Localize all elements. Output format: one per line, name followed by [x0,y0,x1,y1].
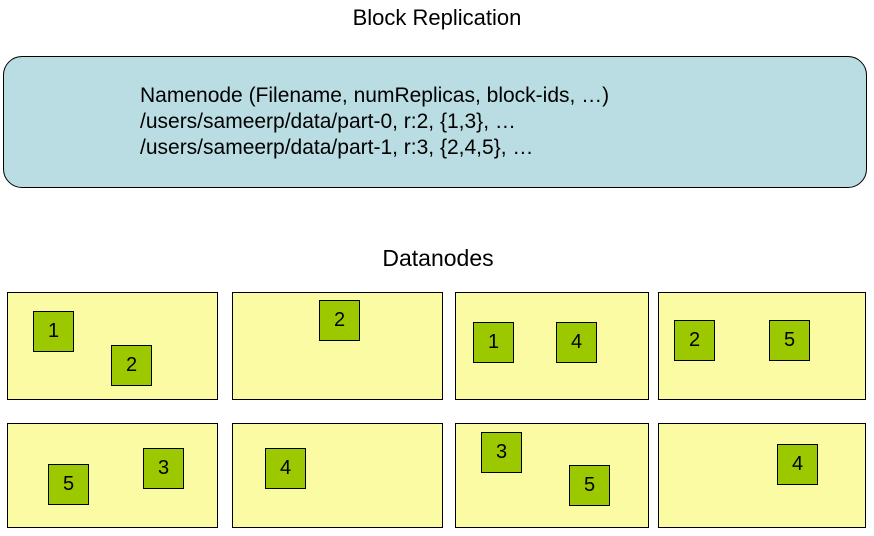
datanodes-label: Datanodes [382,245,494,271]
block-replica[interactable]: 3 [481,432,522,473]
block-replica[interactable]: 4 [265,448,306,489]
namenode-header-line: Namenode (Filename, numReplicas, block-i… [140,84,610,107]
block-replica[interactable]: 3 [143,448,184,489]
datanode-8[interactable] [658,423,866,528]
block-replica[interactable]: 1 [33,311,74,352]
block-replica[interactable]: 5 [48,464,89,505]
namenode-text-block: Namenode (Filename, numReplicas, block-i… [140,83,609,161]
namenode-entry-line-1: /users/sameerp/data/part-1, r:3, {2,4,5}… [140,136,534,159]
datanode-6[interactable] [232,423,443,528]
block-replica[interactable]: 2 [319,300,360,341]
block-replica[interactable]: 5 [569,465,610,506]
block-replica[interactable]: 1 [473,322,514,363]
page-title: Block Replication [352,5,522,30]
block-replica[interactable]: 2 [674,320,715,361]
namenode-entry-line-0: /users/sameerp/data/part-0, r:2, {1,3}, … [140,110,516,133]
datanode-5[interactable] [7,423,218,528]
block-replica[interactable]: 4 [777,444,818,485]
namenode-box: Namenode (Filename, numReplicas, block-i… [3,56,867,188]
block-replica[interactable]: 4 [556,322,597,363]
block-replica[interactable]: 2 [111,345,152,386]
block-replica[interactable]: 5 [769,320,810,361]
